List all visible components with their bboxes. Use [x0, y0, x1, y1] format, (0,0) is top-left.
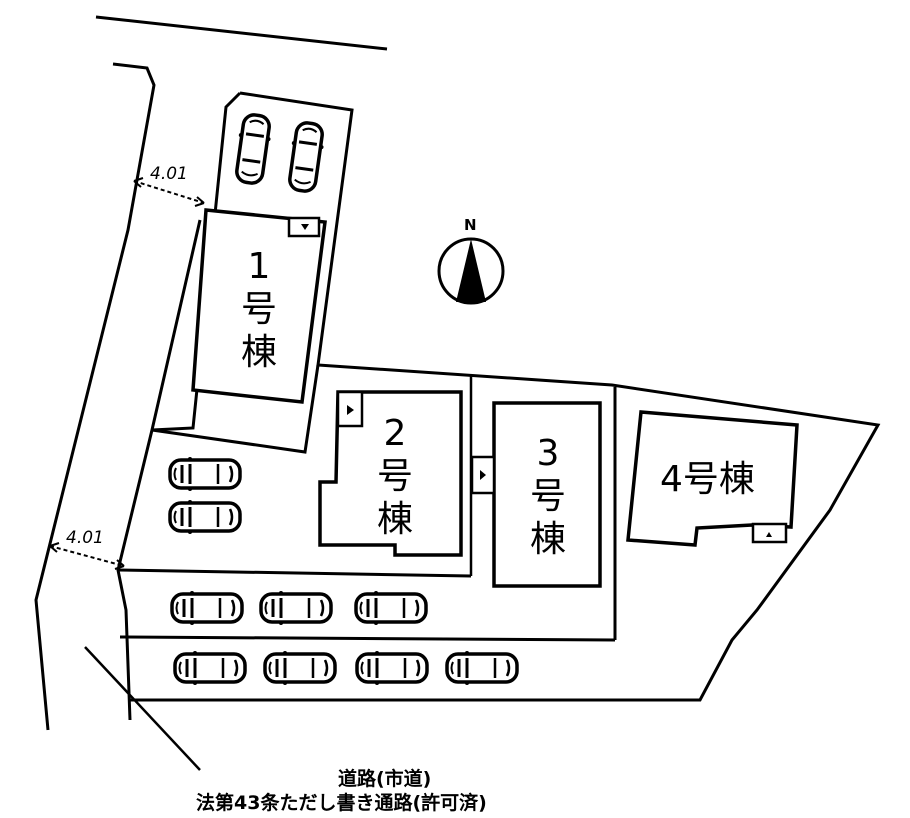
building-3-char-go: 号: [529, 476, 566, 517]
parking-car: [173, 649, 247, 687]
compass-north-label: N: [464, 216, 477, 234]
dimension-label-lower: 4.01: [66, 528, 104, 548]
entrance-marker-icon: [347, 405, 354, 415]
parking-row-divider: [119, 635, 616, 642]
building-2-label: 2 号 棟: [370, 412, 420, 541]
road-label-line1: 道路(市道): [338, 768, 432, 790]
building-2-char-tou: 棟: [376, 499, 413, 540]
parking-car: [168, 498, 242, 536]
building-4-label: 4号棟: [660, 459, 755, 500]
parking-car: [263, 649, 337, 687]
parking-car: [259, 589, 333, 627]
building-2-outline: [318, 390, 463, 557]
dimension-arrow-lower: [49, 542, 125, 570]
building-1-label: 1 号 棟: [234, 245, 284, 374]
dimension-arrow-upper: [133, 177, 205, 207]
lot1-boundary: [151, 364, 320, 454]
building-4-outline: [626, 410, 799, 547]
entrance-marker-icon: [766, 532, 772, 537]
parking-car: [354, 589, 428, 627]
building-3-number: 3: [536, 433, 560, 474]
building-2-char-go: 号: [376, 456, 413, 497]
building-1-number: 1: [247, 246, 271, 287]
dimension-label-upper: 4.01: [150, 164, 188, 184]
parking-car: [230, 111, 276, 187]
building-1-char-tou: 棟: [240, 332, 277, 373]
entrance-marker-icon: [301, 224, 309, 230]
parking-car: [445, 649, 519, 687]
road-label-line2: 法第43条ただし書き通路(許可済): [196, 792, 487, 814]
building-3-char-tou: 棟: [529, 519, 566, 560]
parking-car: [283, 119, 329, 195]
road-leader-line: [84, 646, 201, 771]
building-3-label: 3 号 棟: [523, 432, 573, 561]
building-1-char-go: 号: [240, 289, 277, 330]
parking-car: [168, 455, 242, 493]
north-boundary-line: [95, 15, 388, 51]
compass-north-icon: [437, 237, 505, 305]
parking-car: [170, 589, 244, 627]
building-3-outline: [492, 401, 602, 588]
road-edge-left: [34, 62, 156, 731]
lot2-bottom: [117, 568, 472, 578]
entrance-marker-icon: [480, 470, 486, 480]
building-1-outline: [191, 208, 327, 404]
building-2-number: 2: [383, 413, 407, 454]
parking-car: [355, 649, 429, 687]
